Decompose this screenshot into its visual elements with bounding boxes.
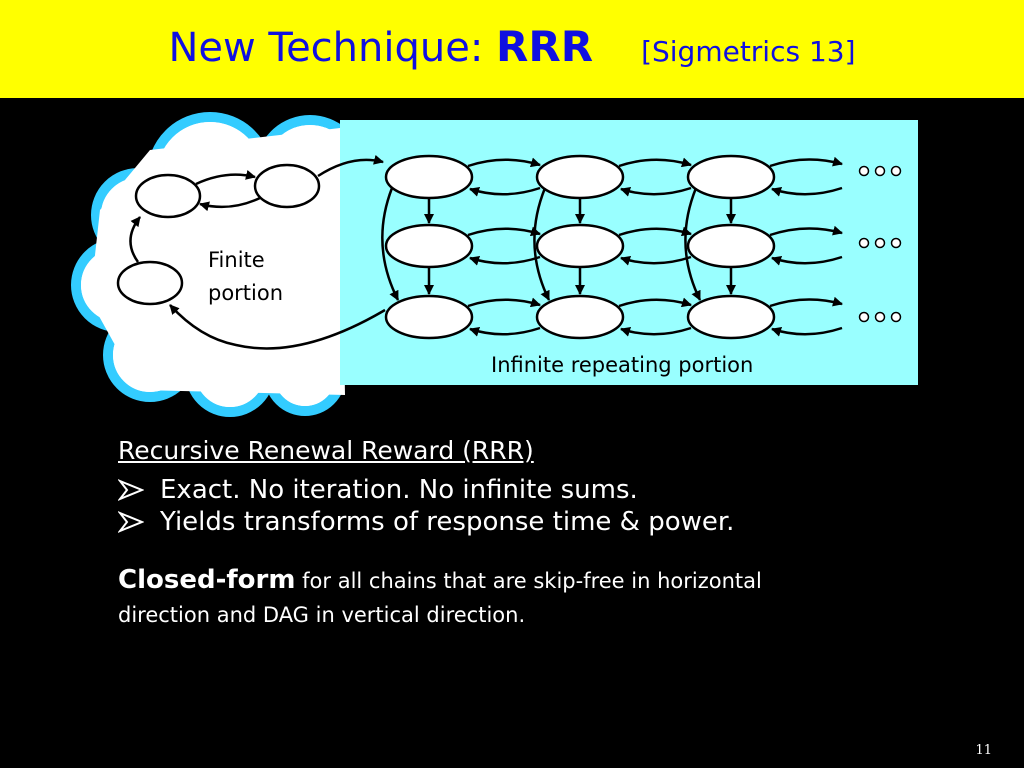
grid-state: [384, 223, 474, 269]
arrowhead-bullet-icon: [118, 479, 144, 501]
arrowhead-bullet-icon: [118, 511, 144, 533]
grid-state: [686, 154, 776, 200]
horizontal-transitions: [467, 156, 843, 337]
page-number: 11: [975, 743, 992, 758]
grid-state: [384, 294, 474, 340]
title-bar: [0, 0, 1024, 98]
finite-label-line2: portion: [208, 281, 283, 305]
finite-state: [134, 173, 202, 219]
grid-state: [535, 154, 625, 200]
bullet-text: Exact. No iteration. No infinite sums.: [160, 475, 638, 505]
continuation-ellipsis: [858, 165, 902, 323]
closed-form-emphasis: Closed-form: [118, 565, 296, 595]
bullet-text: Yields transforms of response time & pow…: [160, 507, 735, 537]
title-prefix: New Technique:: [168, 25, 497, 71]
bullet-item: Exact. No iteration. No infinite sums.: [118, 475, 998, 505]
bullet-item: Yields transforms of response time & pow…: [118, 507, 998, 537]
finite-state: [116, 260, 184, 306]
slide-body: Recursive Renewal Reward (RRR) Exact. No…: [118, 436, 998, 632]
grid-state: [535, 223, 625, 269]
finite-label-line1: Finite: [208, 248, 265, 272]
closed-form-line1: for all chains that are skip-free in hor…: [295, 569, 762, 593]
title-reference: [Sigmetrics 13]: [641, 35, 856, 68]
section-heading: Recursive Renewal Reward (RRR): [118, 436, 534, 465]
closed-form-statement: Closed-form for all chains that are skip…: [118, 563, 998, 632]
grid-state: [686, 294, 776, 340]
markov-chain-diagram: Finite portion Infinite repeating portio…: [71, 112, 918, 417]
slide-title: New Technique: RRR [Sigmetrics 13]: [0, 22, 1024, 71]
state-grid: [384, 154, 776, 340]
grid-state: [535, 294, 625, 340]
grid-state: [384, 154, 474, 200]
grid-state: [686, 223, 776, 269]
closed-form-line2: direction and DAG in vertical direction.: [118, 603, 526, 627]
finite-state: [253, 163, 321, 209]
vertical-transitions: [381, 187, 736, 301]
title-emphasis: RRR: [496, 22, 594, 71]
infinite-label: Infinite repeating portion: [491, 353, 753, 377]
